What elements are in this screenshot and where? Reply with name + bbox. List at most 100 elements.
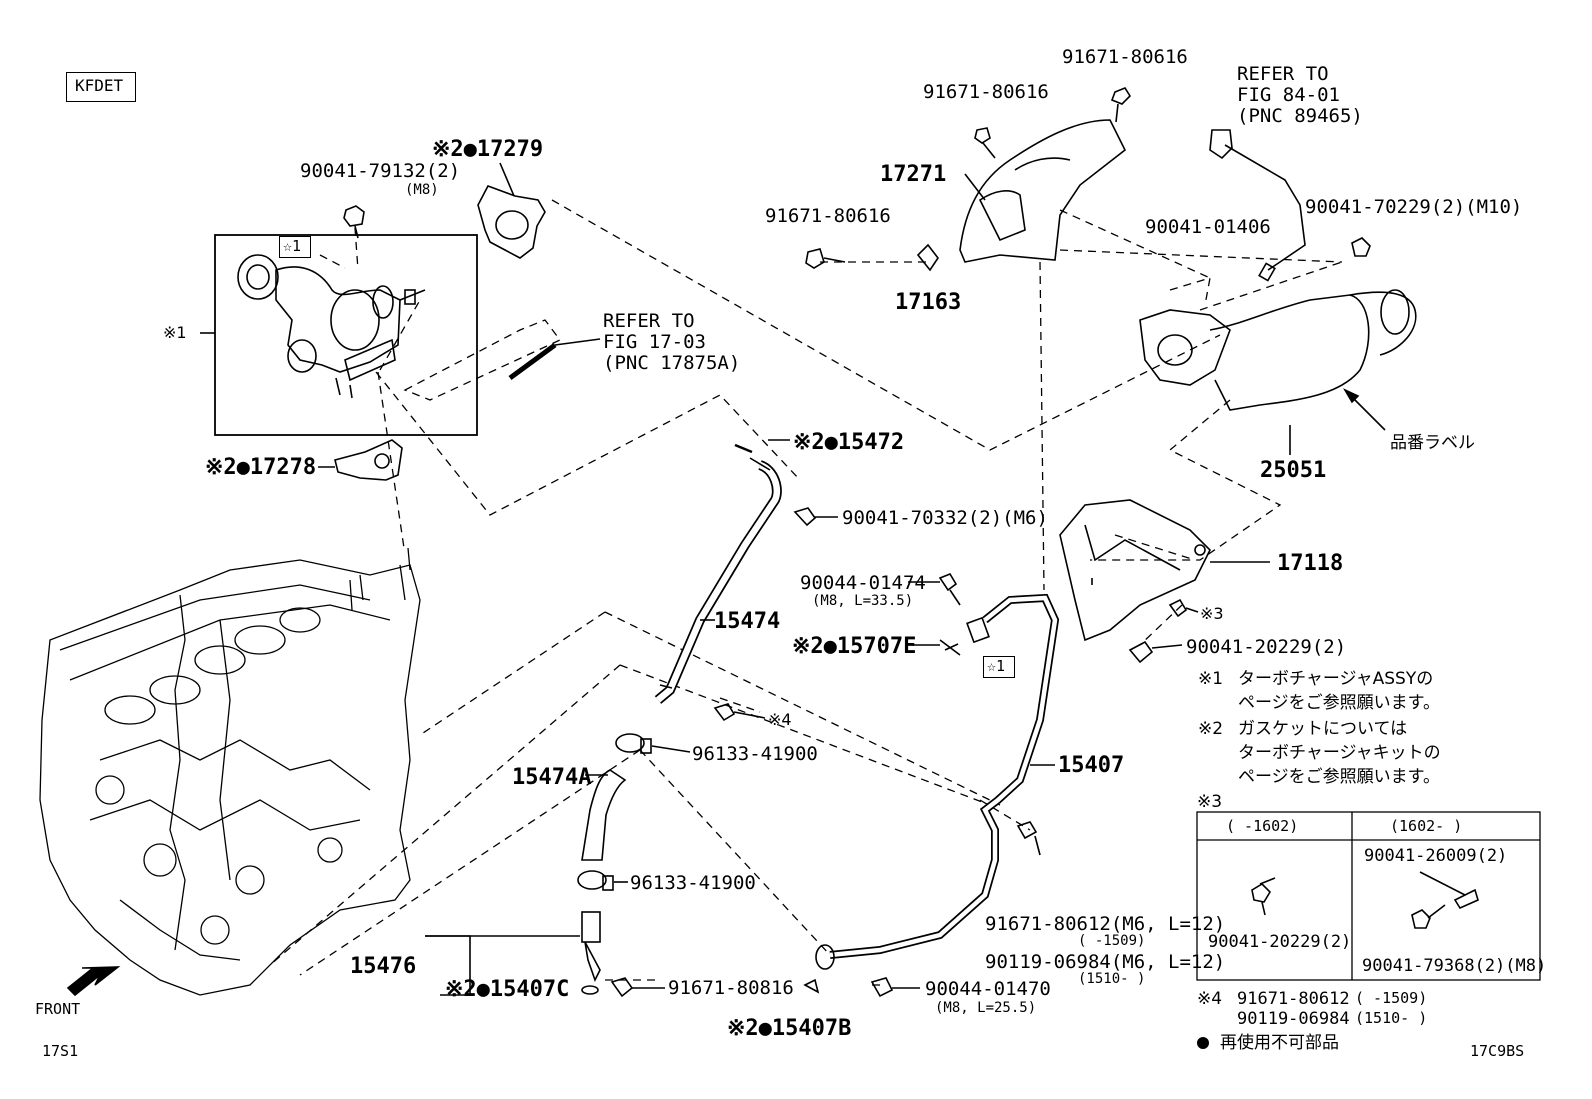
table-header-left: ( -1602) bbox=[1226, 817, 1299, 835]
catalytic-converter-25051-icon bbox=[1139, 289, 1417, 411]
part-91671-80612-range: ( -1509) bbox=[1078, 933, 1146, 949]
note1-line2: ページをご参照願います。 bbox=[1238, 693, 1440, 713]
part-90044-01470[interactable]: 90044-01470 bbox=[925, 978, 1051, 1000]
part-91671-80816[interactable]: 91671-80816 bbox=[668, 977, 794, 999]
note2-line1: ガスケットについては bbox=[1238, 719, 1408, 739]
part-15707E[interactable]: ※2●15707E bbox=[792, 634, 917, 659]
bracket-17163-icon bbox=[916, 243, 939, 272]
bolt-icon bbox=[1168, 598, 1199, 618]
note2-line2: ターボチャージャキットの bbox=[1238, 743, 1441, 763]
hose-15474a-icon bbox=[581, 769, 627, 861]
part-90119-06984[interactable]: 90119-06984(M6, L=12) bbox=[985, 951, 1226, 973]
part-15476[interactable]: 15476 bbox=[350, 954, 417, 979]
part-25051[interactable]: 25051 bbox=[1260, 458, 1327, 483]
footnote4-part-2[interactable]: 90119-06984 bbox=[1237, 1009, 1350, 1029]
leader-dashed-lines bbox=[269, 199, 1343, 986]
star-mark-box-pipe bbox=[983, 656, 1015, 678]
note1-mark: ※1 bbox=[1198, 669, 1224, 689]
bolt-icon bbox=[659, 684, 766, 722]
model-code-box bbox=[66, 72, 136, 102]
engine-block-icon bbox=[39, 547, 421, 996]
nut-icon bbox=[1411, 904, 1446, 929]
reference-table-grid bbox=[1196, 811, 1541, 981]
part-90041-01406[interactable]: 90041-01406 bbox=[1145, 216, 1271, 238]
part-91671-80616-mid[interactable]: 91671-80616 bbox=[923, 81, 1049, 103]
refer-fig17-line3[interactable]: (PNC 17875A) bbox=[603, 352, 741, 374]
bolt-icon bbox=[1251, 877, 1276, 916]
stud-bolt-icon bbox=[1419, 871, 1479, 910]
bullet-icon bbox=[1197, 1037, 1209, 1049]
part-91671-80616-left[interactable]: 91671-80616 bbox=[765, 205, 891, 227]
part-17278[interactable]: ※2●17278 bbox=[205, 455, 317, 480]
bolt-icon bbox=[793, 507, 817, 527]
bolt-icon bbox=[1128, 640, 1183, 664]
table-right-part-2[interactable]: 90041-79368(2)(M8) bbox=[1362, 956, 1547, 976]
figure-code-right: 17C9BS bbox=[1470, 1042, 1525, 1060]
part-15474[interactable]: 15474 bbox=[714, 609, 781, 634]
oil-pipe-15407-icon bbox=[815, 593, 1060, 970]
bolt-icon bbox=[1110, 87, 1132, 123]
refer-fig84-line1[interactable]: REFER TO bbox=[1237, 63, 1329, 85]
refer-fig84-line3[interactable]: (PNC 89465) bbox=[1237, 105, 1363, 127]
table-title: ※3 bbox=[1197, 792, 1223, 812]
part-91671-80616-top[interactable]: 91671-80616 bbox=[1062, 46, 1188, 68]
part-15472[interactable]: ※2●15472 bbox=[793, 430, 905, 455]
refer-fig84-line2[interactable]: FIG 84-01 bbox=[1237, 84, 1340, 106]
label-arrow-icon bbox=[1343, 388, 1360, 404]
oil-tube-15474-icon bbox=[654, 457, 782, 704]
turbo-assembly-box bbox=[214, 234, 478, 436]
footnote4-range-1: ( -1509) bbox=[1355, 989, 1428, 1007]
part-17271[interactable]: 17271 bbox=[880, 162, 947, 187]
refer-fig17-line2[interactable]: FIG 17-03 bbox=[603, 331, 706, 353]
oxygen-sensor-icon bbox=[1209, 129, 1306, 282]
star-mark-box bbox=[279, 236, 311, 258]
part-90041-79132-note: (M8) bbox=[405, 182, 439, 198]
note2-line3: ページをご参照願います。 bbox=[1238, 767, 1440, 787]
clamp-icon bbox=[577, 870, 607, 890]
union-15476-icon bbox=[581, 911, 601, 983]
model-code: KFDET bbox=[75, 76, 124, 95]
heat-insulator-17271-icon bbox=[959, 119, 1127, 263]
refer-fig17-line1[interactable]: REFER TO bbox=[603, 310, 695, 332]
part-90041-79132[interactable]: 90041-79132(2) bbox=[300, 160, 461, 182]
star-mark-pipe: ☆1 bbox=[987, 657, 1006, 675]
bolt-icon bbox=[938, 573, 961, 606]
table-left-part[interactable]: 90041-20229(2) bbox=[1208, 932, 1352, 952]
part-90041-70332[interactable]: 90041-70332(2)(M6) bbox=[842, 507, 1048, 529]
note2-mark: ※2 bbox=[1198, 719, 1224, 739]
part-15474A[interactable]: 15474A bbox=[512, 765, 592, 790]
part-17279[interactable]: ※2●17279 bbox=[432, 137, 544, 162]
bolt-icon bbox=[805, 248, 846, 269]
part-90119-06984-range: (1510- ) bbox=[1078, 971, 1146, 987]
part-90041-70229[interactable]: 90041-70229(2)(M10) bbox=[1305, 196, 1523, 218]
footnote4-range-2: (1510- ) bbox=[1355, 1009, 1428, 1027]
part-90044-01474-note: (M8, L=33.5) bbox=[812, 593, 914, 609]
part-91671-80612[interactable]: 91671-80612(M6, L=12) bbox=[985, 913, 1226, 935]
part-96133-41900-a[interactable]: 96133-41900 bbox=[692, 743, 818, 765]
ref3-mark: ※3 bbox=[1200, 604, 1224, 623]
table-header-right: (1602- ) bbox=[1390, 817, 1463, 835]
part-17163[interactable]: 17163 bbox=[895, 290, 962, 315]
part-15407B[interactable]: ※2●15407B bbox=[727, 1016, 852, 1041]
bolt-icon bbox=[610, 977, 634, 998]
legend-text: 再使用不可部品 bbox=[1220, 1033, 1339, 1053]
nut-icon bbox=[1351, 237, 1371, 257]
star-mark-turbo: ☆1 bbox=[283, 237, 302, 255]
part-90044-01474[interactable]: 90044-01474 bbox=[800, 572, 926, 594]
clamp-icon bbox=[615, 733, 645, 753]
bracket-17118-icon bbox=[1059, 499, 1211, 642]
turbocharger-icon bbox=[237, 254, 426, 399]
figure-code-left: 17S1 bbox=[42, 1042, 79, 1060]
part-15407[interactable]: 15407 bbox=[1058, 753, 1125, 778]
part-15407C[interactable]: ※2●15407C bbox=[445, 977, 570, 1002]
part-90041-20229[interactable]: 90041-20229(2) bbox=[1186, 636, 1347, 658]
part-90044-01470-note: (M8, L=25.5) bbox=[935, 1000, 1037, 1016]
footnote4-part-1[interactable]: 91671-80612 bbox=[1237, 989, 1350, 1009]
part-17118[interactable]: 17118 bbox=[1277, 551, 1344, 576]
table-right-part-1[interactable]: 90041-26009(2) bbox=[1364, 846, 1508, 866]
part-number-label-text: 品番ラベル bbox=[1390, 433, 1475, 453]
part-96133-41900-b[interactable]: 96133-41900 bbox=[630, 872, 756, 894]
bolt-icon bbox=[974, 127, 996, 159]
footnote4-mark: ※4 bbox=[1197, 989, 1223, 1009]
